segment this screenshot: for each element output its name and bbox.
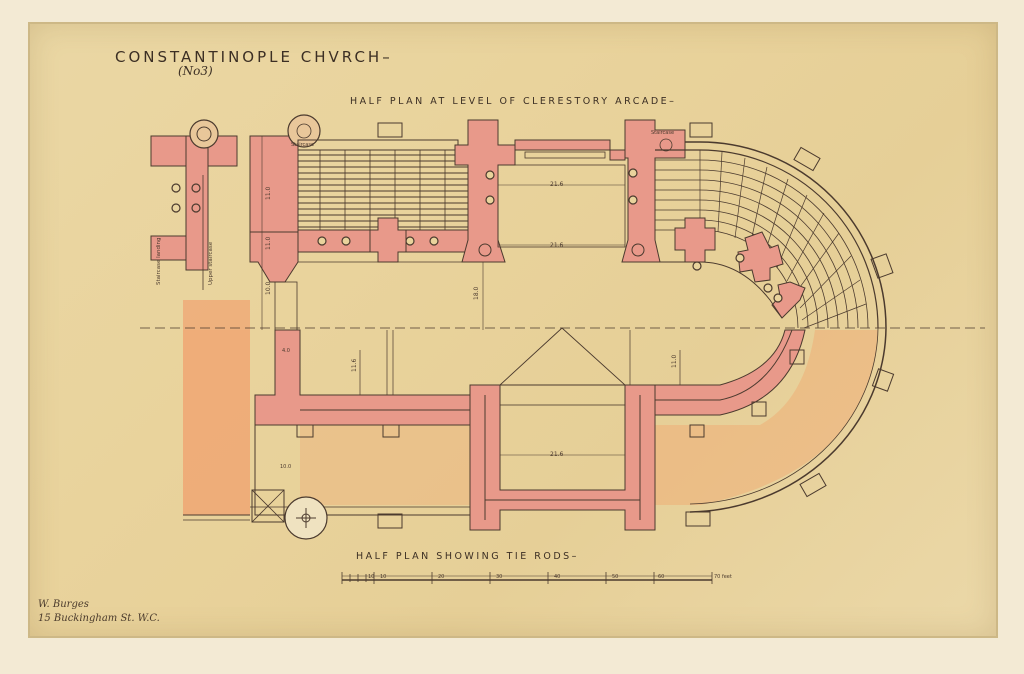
- dim-lower-nave: 21.6: [550, 451, 564, 458]
- staircase-label-right: Staircase: [651, 130, 674, 136]
- apse-pier-2: [737, 231, 784, 283]
- scale-tick-3: 30: [496, 574, 502, 580]
- dim-left-4: 4.0: [282, 348, 290, 354]
- dim-lower-a: 11.6: [351, 358, 358, 372]
- dim-left-2: 11.0: [265, 236, 272, 250]
- dim-lower-b: 11.0: [671, 354, 678, 368]
- dim-left-3: 10.0: [265, 281, 272, 295]
- scale-tick-0: 10: [368, 574, 374, 580]
- scale-tick-6: 60: [658, 574, 664, 580]
- scale-tick-7: 70 feet: [714, 574, 732, 580]
- pier-north-west: [454, 119, 516, 263]
- architect-signature: W. Burges 15 Buckingham St. W.C.: [38, 598, 198, 626]
- lower-apse-outer: [689, 327, 887, 513]
- lower-plan-caption: HALF PLAN SHOWING TIE RODS–: [356, 551, 579, 562]
- tie-rod-apse: [655, 329, 793, 401]
- staircase-left: [287, 114, 321, 148]
- lower-wash-right: [655, 330, 878, 505]
- lower-west-wall: [254, 329, 471, 426]
- sanctuary-gable: [498, 327, 627, 386]
- signature-address: 15 Buckingham St. W.C.: [38, 613, 160, 624]
- dim-nave-1: 21.6: [550, 181, 564, 188]
- lower-wash-left: [300, 425, 470, 505]
- corner-pier: [251, 489, 285, 523]
- scale-tick-1: 10: [380, 574, 386, 580]
- side-note-upper: Upper staircase: [208, 241, 214, 285]
- staircase-detail: Staircase landing Upper staircase: [150, 119, 238, 290]
- side-note-landing: Staircase landing: [156, 238, 162, 285]
- apse-step-radials: [699, 150, 867, 329]
- lower-apse-wall: [654, 329, 806, 416]
- lower-centre-piers: [469, 384, 656, 531]
- scale-tick-5: 50: [612, 574, 618, 580]
- north-wall: [514, 139, 626, 161]
- left-wall-strip: [183, 300, 250, 515]
- dim-left-1: 11.0: [265, 186, 272, 200]
- apse-inner-edge-upper: [660, 261, 783, 319]
- sheet-number: (No3): [178, 64, 213, 78]
- staircase-label-left: Staircase: [291, 142, 314, 148]
- signature-name: W. Burges: [38, 599, 89, 610]
- apse-outer-wall: [685, 141, 887, 329]
- dim-nave-2: 21.6: [550, 242, 564, 249]
- dim-left-5: 10.0: [280, 464, 291, 470]
- scale-bar: 10 10 20 30 40 50 60 70 feet: [341, 572, 732, 584]
- upper-plan-caption: HALF PLAN AT LEVEL OF CLERESTORY ARCADE–: [350, 96, 677, 107]
- scale-tick-2: 20: [438, 574, 444, 580]
- drawing-title: CONSTANTINOPLE CHVRCH–: [115, 48, 393, 66]
- apse-buttresses: [377, 122, 894, 279]
- apse-pier-1: [674, 217, 716, 263]
- dim-centre: 18.0: [473, 286, 480, 300]
- pier-north-east: [621, 119, 686, 263]
- gallery-steps-west: [297, 149, 469, 231]
- scale-tick-4: 40: [554, 574, 560, 580]
